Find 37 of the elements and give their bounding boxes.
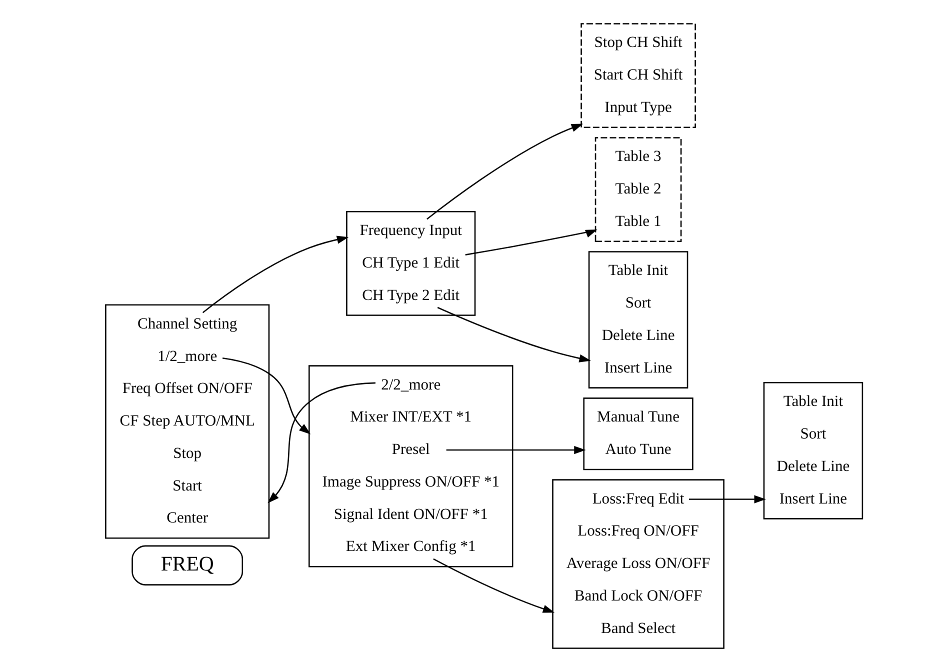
node-text: Auto Tune <box>605 441 672 458</box>
node-text: Start CH Shift <box>594 66 683 84</box>
node-text: Insert Line <box>604 359 672 376</box>
node-text: Manual Tune <box>597 408 680 426</box>
node-text: Table 2 <box>615 180 662 198</box>
node-text: Band Select <box>600 620 676 637</box>
node-text: 2/2_more <box>381 376 441 394</box>
node-text: Ext Mixer Config *1 <box>346 538 476 556</box>
node-text: Input Type <box>604 98 672 116</box>
node-text: CF Step AUTO/MNL <box>120 412 255 430</box>
node-text: Sort <box>625 294 652 312</box>
node-text: Table 1 <box>615 212 662 230</box>
node-text: Band Lock ON/OFF <box>574 587 702 604</box>
node-text: Delete Line <box>776 458 850 475</box>
node-text: Image Suppress ON/OFF *1 <box>322 473 500 490</box>
node-text: CH Type 1 Edit <box>362 254 460 272</box>
node-text: Delete Line <box>602 327 675 344</box>
node-text: Mixer INT/EXT *1 <box>350 408 472 426</box>
node-text: Loss:Freq Edit <box>592 490 684 508</box>
node-text: Table 3 <box>615 148 662 166</box>
node-text: CH Type 2 Edit <box>362 286 460 304</box>
node-text: Table Init <box>608 262 668 280</box>
node-text: 1/2_more <box>158 348 218 365</box>
node-text: Table Init <box>783 393 844 410</box>
node-text: Insert Line <box>779 490 848 508</box>
node-text: Sort <box>800 425 826 442</box>
node-text: Average Loss ON/OFF <box>566 555 710 572</box>
node-text: Center <box>166 510 208 527</box>
node-text: Stop CH Shift <box>594 34 682 52</box>
node-text: Channel Setting <box>138 315 238 332</box>
node-text: Stop <box>173 444 202 462</box>
node-text: Start <box>172 477 202 494</box>
node-text: Signal Ident ON/OFF *1 <box>334 506 488 523</box>
node-text: Freq Offset ON/OFF <box>122 380 252 398</box>
node-text: Loss:Freq ON/OFF <box>578 522 699 540</box>
node-text: Presel <box>392 441 430 458</box>
node-text: Frequency Input <box>360 222 462 240</box>
